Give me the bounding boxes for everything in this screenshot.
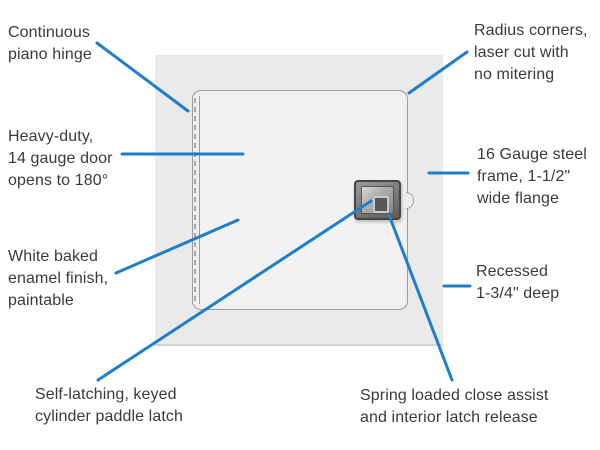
piano-hinge: [192, 96, 200, 304]
hinge-knuckles: [194, 98, 196, 302]
label-spring-loaded: Spring loaded close assist and interior …: [360, 387, 549, 426]
label-radius-corners: Radius corners, laser cut with no miteri…: [474, 22, 588, 83]
label-heavy-duty: Heavy-duty, 14 gauge door opens to 180°: [8, 128, 113, 189]
label-self-latching: Self-latching, keyed cylinder paddle lat…: [35, 386, 183, 425]
label-white-enamel: White baked enamel finish, paintable: [8, 248, 109, 309]
label-piano-hinge: Continuous piano hinge: [8, 24, 92, 63]
paddle-latch: [354, 180, 401, 220]
label-recessed: Recessed 1-3/4" deep: [476, 263, 560, 302]
keyhole-icon: [373, 196, 389, 213]
latch-plate: [361, 186, 394, 214]
label-steel-frame: 16 Gauge steel frame, 1-1/2" wide flange: [477, 146, 587, 207]
